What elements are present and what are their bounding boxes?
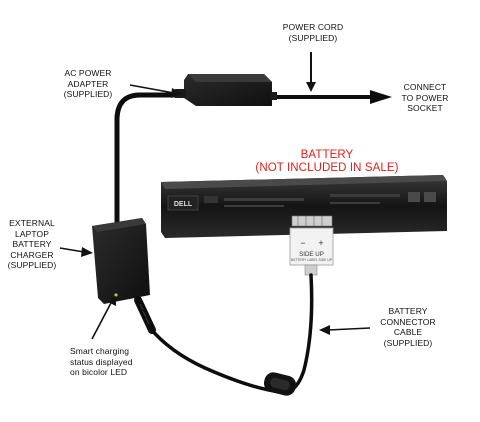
external-charger-label: EXTERNAL LAPTOP BATTERY CHARGER (SUPPLIE… (7, 218, 57, 270)
power-cord-label: POWER CORD (SUPPLIED) (282, 22, 344, 43)
ferrite-ring (263, 372, 297, 396)
connector-cable-pointer-head (319, 325, 330, 335)
ac-adapter-label: AC POWER ADAPTER (SUPPLIED) (63, 68, 113, 99)
battery-connector-plate: − + SIDE UP BATTERY LABEL SIDE UP (289, 227, 334, 276)
connector-side-up-text: SIDE UP (299, 251, 324, 258)
ac-adapter-pointer (129, 84, 175, 94)
socket-plug-arrow (370, 90, 392, 104)
led-pointer-head (108, 296, 116, 306)
battery-title-label: BATTERY (NOT INCLUDED IN SALE) (255, 149, 399, 174)
external-battery-charger (92, 218, 156, 334)
connector-plus-sign: + (318, 238, 323, 248)
charger-pointer-head (81, 247, 93, 257)
bicolor-led (114, 293, 118, 297)
ac-power-adapter (174, 74, 277, 106)
charger-pointer (59, 247, 85, 253)
connector-cable-pointer (327, 327, 371, 331)
led-pointer (91, 300, 113, 340)
led-status-note: Smart charging status displayed on bicol… (70, 346, 133, 377)
battery-brand-logo: DELL (174, 201, 193, 208)
ac-adapter-pointer-head (171, 88, 182, 98)
adapter-to-charger-cable (114, 92, 186, 228)
connector-cable-label: BATTERY CONNECTOR CABLE (SUPPLIED) (380, 306, 436, 348)
connect-socket-label: CONNECT TO POWER SOCKET (401, 82, 449, 113)
power-cord-pointer-head (306, 82, 316, 92)
laptop-battery: DELL (161, 175, 447, 238)
connector-small-note: BATTERY LABEL SIDE UP (291, 258, 333, 262)
battery-connector-cable (148, 273, 314, 395)
connector-minus-sign: − (300, 238, 305, 248)
